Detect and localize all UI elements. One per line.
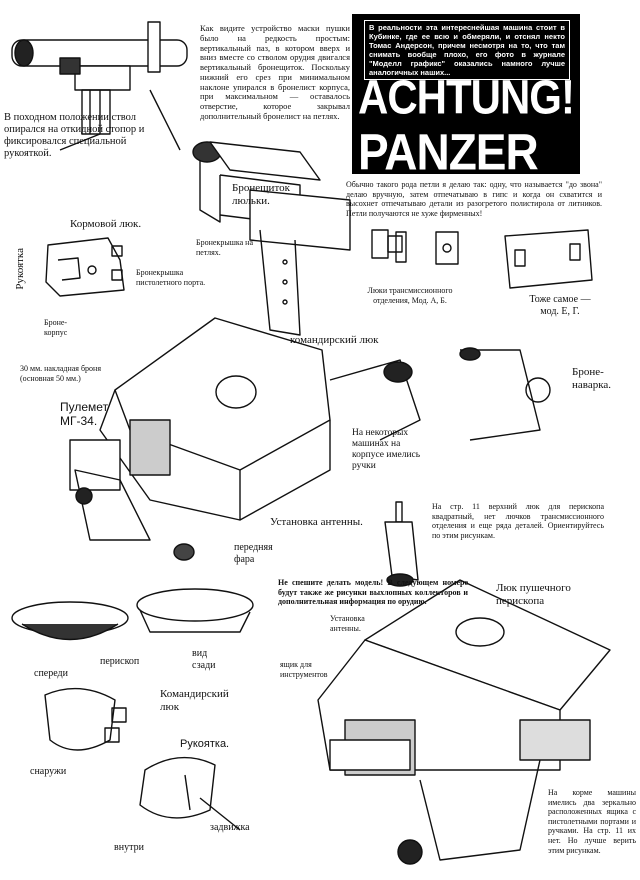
handle-label: Рукоятка [14,248,26,290]
headlight-label: передняя фара [234,542,273,565]
shield-label: Бронещиток люльки. [232,182,290,207]
tool-box-label: ящик для инструментов [280,660,328,679]
some-machines-label: На некоторых машинах на корпусе имелись … [352,428,421,471]
hull-drawing-bottom [317,579,611,865]
gun-periscope-hatch-label: Люк пушечного перископа [496,582,571,607]
gun-mask-text: Как видите устройство маски пушки было н… [200,23,350,121]
antenna-mount-label: Установка антенны. [270,516,363,528]
rear-hatch-drawing [45,237,125,297]
armor-welding-drawing [459,347,551,441]
inside-label: внутри [114,842,144,853]
gun-mantlet-drawing [192,141,351,336]
armor-30mm-label: 30 мм. накладная броня (основная 50 мм.) [20,364,101,383]
rear-hatch-label: Кормовой люк. [70,218,142,230]
pistol-port-cover-label: Бронекрышка пистолетного порта. [136,268,206,287]
antenna-drawing [384,501,419,587]
periscope-label: перископ [100,656,140,667]
dont-hurry-note: Не спешите делать модель! В следующем но… [278,578,468,607]
transmission-hatches-label: Люки трансмиссионного отделения, Мод. А,… [367,286,453,305]
hull-drawing-top [69,317,421,561]
commander-hatch-label: командирский люк [290,334,379,346]
armor-welding-label: Броне-наварка. [572,366,612,391]
commander-hatch-views-drawing [11,588,254,831]
intro-box: В реальности эта интереснейшая машина ст… [364,20,570,80]
hinges-note-text: Обычно такого рода петли я делаю так: од… [346,180,602,218]
title-line-2: PANZER [358,123,539,181]
gun-travel-lock-drawing [11,21,188,151]
latch-label: задвижка [210,822,250,833]
hinged-cover-label: Бронекрышка на петлях. [196,238,253,257]
hinges-drawing [371,229,593,289]
antenna-mount-label-2: Установка антенны. [330,614,365,633]
same-label: Тоже самое — мод. Е, Г. [529,294,591,317]
stern-note: На корме машины имелись два зеркально ра… [548,788,636,855]
handle-label-2: Рукоятка. [180,738,230,750]
outside-label: снаружи [30,766,67,777]
top-hatch-note: На стр. 11 верхний люк для перископа ква… [432,502,604,540]
title-banner: В реальности эта интереснейшая машина ст… [352,14,580,180]
commander-hatch-label-2: Командирский люк [160,688,229,713]
rear-view-label: вид сзади [192,648,216,671]
hull-label: Броне-корпус [44,318,68,337]
intro-text: В реальности эта интереснейшая машина ст… [364,20,570,80]
mg34-label: Пулемет МГ-34. [60,400,109,429]
title-line-1: ACHTUNG! [358,70,575,125]
marching-position-text: В походном положении ствол опирался на о… [4,112,145,160]
front-view-label: спереди [34,668,68,679]
